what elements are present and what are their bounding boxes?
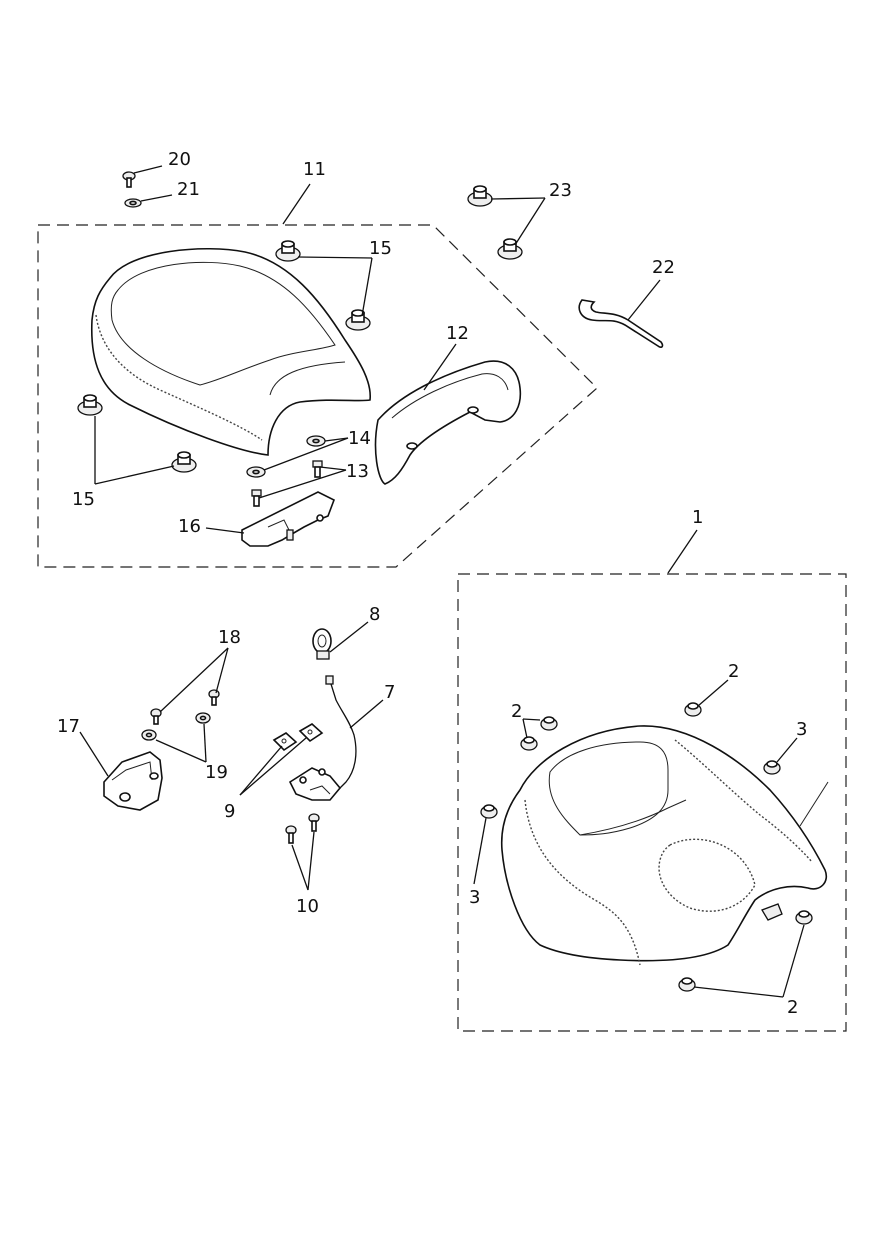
part-10-screw-b	[308, 813, 320, 832]
part-19-washer-b	[195, 712, 211, 724]
part-8-clip-ring	[312, 628, 332, 660]
callout-3-left: 3	[469, 887, 480, 908]
part-23-buffer-a	[467, 185, 493, 207]
part-19-washer-a	[141, 729, 157, 741]
part-15-buffer-d	[171, 451, 197, 473]
part-9-clip-a	[272, 732, 298, 752]
part-11-pillion-seat	[90, 247, 371, 456]
part-3-buffer-b	[480, 804, 498, 819]
part-15-buffer-b	[345, 309, 371, 331]
callout-8: 8	[369, 604, 380, 625]
part-20-screw	[122, 171, 136, 188]
leader-lines	[79, 165, 805, 998]
part-15-buffer-a	[275, 240, 301, 262]
callout-23: 23	[549, 180, 572, 201]
part-18-screw-b	[208, 689, 220, 706]
part-2-buffer-a	[540, 716, 558, 731]
part-2-buffer-c	[684, 702, 702, 717]
callout-18: 18	[218, 627, 241, 648]
part-2-buffer-b	[520, 736, 538, 751]
callout-2-top: 2	[728, 661, 739, 682]
part-2-buffer-d	[795, 910, 813, 925]
callout-13: 13	[346, 461, 369, 482]
callout-15-upper: 15	[369, 238, 392, 259]
callout-22: 22	[652, 257, 675, 278]
callout-21: 21	[177, 179, 200, 200]
group-box-1	[457, 573, 847, 1032]
callout-19: 19	[205, 762, 228, 783]
callout-12: 12	[446, 323, 469, 344]
part-7-seat-latch-cable	[288, 675, 357, 801]
part-15-buffer-c	[77, 394, 103, 416]
callout-14: 14	[348, 428, 371, 449]
part-22-hook-tool	[578, 299, 664, 348]
callout-20: 20	[168, 149, 191, 170]
callout-10: 10	[296, 896, 319, 917]
part-23-buffer-b	[497, 238, 523, 260]
part-18-screw-a	[150, 708, 162, 725]
part-14-washer-b	[246, 466, 266, 478]
callout-16: 16	[178, 516, 201, 537]
part-2-buffer-e	[678, 977, 696, 992]
part-21-washer	[124, 198, 142, 208]
group-box-11	[37, 224, 598, 568]
part-1-rider-seat	[500, 725, 829, 966]
callout-7: 7	[384, 682, 395, 703]
part-10-screw-a	[285, 825, 297, 844]
callout-9: 9	[224, 801, 235, 822]
callout-1: 1	[692, 507, 703, 528]
callout-17: 17	[57, 716, 80, 737]
callout-15-lower: 15	[72, 489, 95, 510]
callout-2-bottom: 2	[787, 997, 798, 1018]
part-9-clip-b	[298, 723, 324, 743]
callout-2-left: 2	[511, 701, 522, 722]
part-16-bracket	[241, 491, 336, 547]
callout-3-right: 3	[796, 719, 807, 740]
part-13-bolt-b	[251, 489, 262, 507]
callout-11: 11	[303, 159, 326, 180]
part-17-mounting-bracket	[103, 751, 163, 811]
part-3-buffer-a	[763, 760, 781, 775]
part-14-washer-a	[306, 435, 326, 447]
part-13-bolt-a	[312, 460, 323, 478]
part-12-grab-handle	[374, 360, 522, 485]
